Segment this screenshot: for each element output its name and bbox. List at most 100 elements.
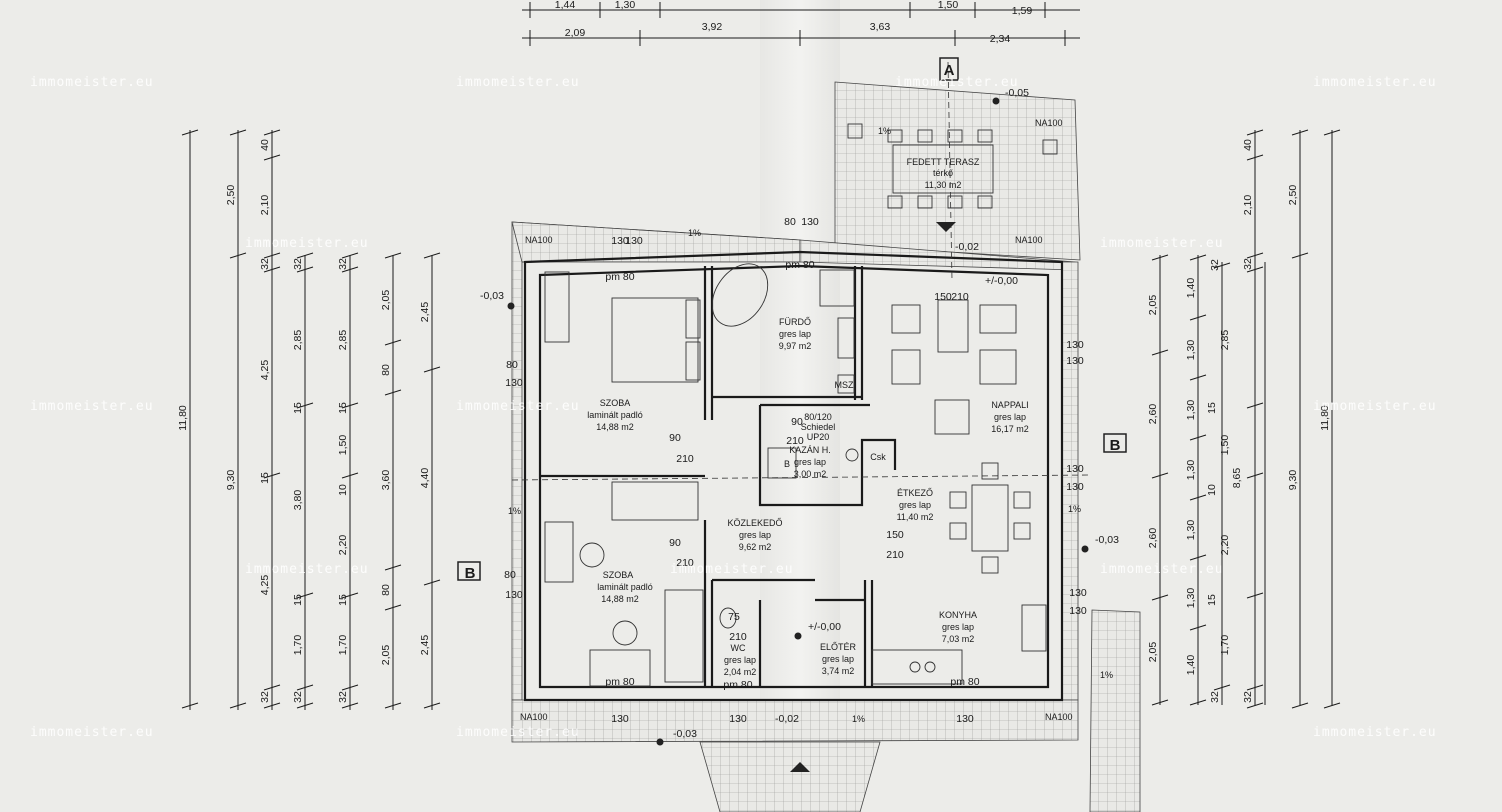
svg-text:32: 32 [337, 691, 349, 703]
svg-text:80: 80 [380, 364, 392, 376]
top-dimensions: 1,44 1,30 1,50 1,59 2,09 3,92 3,63 2,34 [522, 0, 1080, 46]
svg-text:11,80: 11,80 [177, 405, 189, 431]
csk-label: Csk [870, 452, 886, 462]
svg-text:3,00 m2: 3,00 m2 [794, 469, 827, 479]
svg-text:2,10: 2,10 [259, 195, 271, 216]
svg-text:immomeister.eu: immomeister.eu [245, 562, 369, 577]
top-dim-3: 1,50 [938, 0, 959, 11]
svg-text:130: 130 [1066, 481, 1084, 493]
svg-text:130: 130 [505, 589, 523, 601]
svg-text:14,88 m2: 14,88 m2 [601, 594, 639, 604]
svg-text:3,80: 3,80 [292, 490, 304, 511]
svg-text:130: 130 [611, 235, 629, 247]
svg-text:immomeister.eu: immomeister.eu [670, 562, 794, 577]
svg-text:+/-0,00: +/-0,00 [808, 621, 841, 633]
svg-text:2,60: 2,60 [1147, 404, 1159, 425]
right-dimensions: 2,05 2,60 2,60 2,05 1,40 1,30 1,30 1,30 … [1147, 129, 1341, 709]
svg-text:130: 130 [1069, 587, 1087, 599]
top-dim-6: 3,92 [702, 21, 723, 33]
section-b-left: B [465, 565, 476, 582]
svg-text:-0,02: -0,02 [955, 241, 979, 253]
top-dim-1: 1,44 [555, 0, 576, 11]
svg-text:immomeister.eu: immomeister.eu [30, 725, 154, 740]
svg-text:210: 210 [886, 549, 904, 561]
entrance-steps [699, 741, 881, 812]
svg-text:2,04 m2: 2,04 m2 [724, 667, 757, 677]
svg-text:immomeister.eu: immomeister.eu [1100, 236, 1224, 251]
svg-text:11,30 m2: 11,30 m2 [925, 180, 962, 190]
svg-text:pm 80: pm 80 [605, 271, 634, 283]
svg-text:16,17 m2: 16,17 m2 [991, 424, 1029, 434]
svg-text:210: 210 [729, 631, 747, 643]
section-a-top: A [944, 62, 955, 79]
svg-text:1%: 1% [852, 714, 865, 724]
svg-text:2,50: 2,50 [1287, 185, 1299, 206]
svg-text:2,45: 2,45 [419, 302, 431, 323]
svg-text:32: 32 [1242, 691, 1254, 703]
svg-text:1%: 1% [688, 228, 701, 238]
svg-text:KONYHA: KONYHA [939, 610, 977, 620]
svg-text:9,97 m2: 9,97 m2 [779, 341, 812, 351]
svg-text:9,62 m2: 9,62 m2 [739, 542, 772, 552]
svg-text:SZOBA: SZOBA [603, 570, 634, 580]
svg-text:1%: 1% [878, 126, 891, 136]
room-kozlekedo: KÖZLEKEDŐ gres lap 9,62 m2 [727, 518, 782, 552]
svg-text:gres lap: gres lap [822, 654, 854, 664]
svg-text:40: 40 [259, 139, 271, 151]
svg-text:gres lap: gres lap [779, 329, 811, 339]
svg-text:15: 15 [1206, 402, 1218, 414]
svg-text:2,20: 2,20 [337, 535, 349, 556]
svg-text:FÜRDŐ: FÜRDŐ [779, 317, 811, 327]
svg-text:2,10: 2,10 [1242, 195, 1254, 216]
svg-text:ÉTKEZŐ: ÉTKEZŐ [897, 488, 933, 498]
svg-text:90: 90 [791, 416, 803, 428]
section-b-right: B [1110, 437, 1121, 454]
svg-text:2,05: 2,05 [380, 290, 392, 311]
svg-text:pm 80: pm 80 [785, 259, 814, 271]
svg-text:NA100: NA100 [1035, 118, 1063, 128]
svg-text:90: 90 [669, 432, 681, 444]
svg-text:gres lap: gres lap [994, 412, 1026, 422]
svg-text:1,50: 1,50 [1219, 435, 1231, 456]
svg-text:14,88 m2: 14,88 m2 [596, 422, 634, 432]
room-fedett-terasz: FEDETT TERASZ térkő 11,30 m2 [907, 157, 980, 190]
svg-text:8,65: 8,65 [1231, 468, 1243, 489]
svg-text:2,50: 2,50 [225, 185, 237, 206]
chimney-brand: Schiedel [801, 422, 836, 432]
svg-text:immomeister.eu: immomeister.eu [1313, 399, 1437, 414]
svg-text:130: 130 [1066, 355, 1084, 367]
svg-text:4,25: 4,25 [259, 575, 271, 596]
svg-text:immomeister.eu: immomeister.eu [456, 75, 580, 90]
svg-text:1,30: 1,30 [1185, 520, 1197, 541]
section-b-line [511, 474, 1091, 481]
svg-text:15: 15 [292, 402, 304, 414]
svg-text:gres lap: gres lap [794, 457, 826, 467]
svg-text:40: 40 [1242, 139, 1254, 151]
svg-text:+/-0,00: +/-0,00 [985, 275, 1018, 287]
svg-text:-0,02: -0,02 [775, 713, 799, 725]
svg-text:immomeister.eu: immomeister.eu [1313, 75, 1437, 90]
svg-text:pm 80: pm 80 [950, 676, 979, 688]
svg-text:immomeister.eu: immomeister.eu [30, 399, 154, 414]
svg-text:7,03 m2: 7,03 m2 [942, 634, 975, 644]
boiler-label: 80/120 [804, 412, 832, 422]
svg-text:75: 75 [728, 611, 740, 623]
svg-text:130: 130 [625, 235, 643, 247]
svg-text:130: 130 [729, 713, 747, 725]
svg-text:-0,03: -0,03 [1095, 534, 1119, 546]
svg-text:térkő: térkő [933, 168, 953, 178]
svg-text:KAZÁN H.: KAZÁN H. [789, 445, 831, 455]
svg-text:pm 80: pm 80 [605, 676, 634, 688]
svg-text:32: 32 [259, 258, 271, 270]
msz-label: MSZ [835, 380, 855, 390]
svg-text:immomeister.eu: immomeister.eu [456, 725, 580, 740]
svg-text:gres lap: gres lap [942, 622, 974, 632]
svg-text:80: 80 [380, 584, 392, 596]
svg-text:ELŐTÉR: ELŐTÉR [820, 642, 857, 652]
top-dim-2: 1,30 [615, 0, 636, 11]
svg-text:2,20: 2,20 [1219, 535, 1231, 556]
room-konyha: KONYHA gres lap 7,03 m2 [939, 610, 977, 644]
svg-text:WC: WC [731, 643, 746, 653]
section-a-line [947, 61, 953, 281]
svg-text:KÖZLEKEDŐ: KÖZLEKEDŐ [727, 518, 782, 528]
